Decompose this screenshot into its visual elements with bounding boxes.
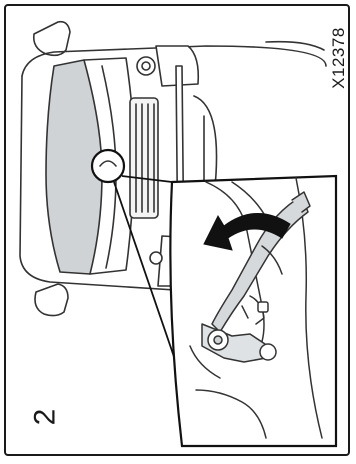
detail-inset	[170, 176, 336, 446]
step-number: 2	[28, 392, 62, 442]
hood-release-illustration	[6, 6, 348, 454]
figure-id-label: X12378	[328, 18, 350, 98]
figure-frame: 2 X12378	[4, 4, 350, 456]
